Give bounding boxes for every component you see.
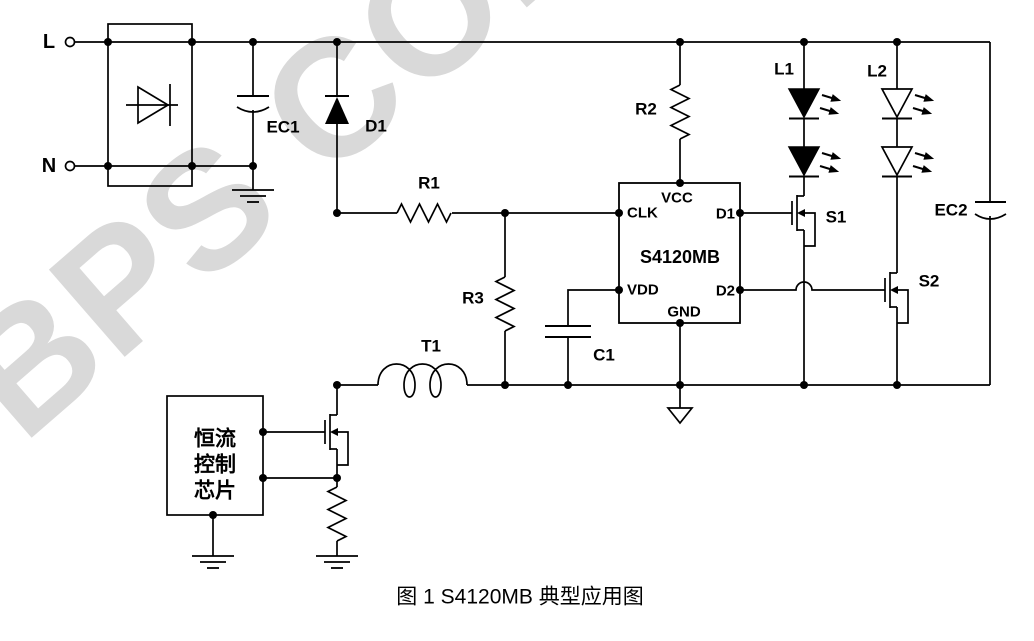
junction-dots	[104, 38, 901, 519]
l2-label: L2	[867, 62, 887, 81]
ec1-label: EC1	[266, 118, 299, 137]
s2-label: S2	[919, 272, 940, 291]
cap-c1: C1	[545, 325, 615, 365]
r2-label: R2	[635, 100, 657, 119]
terminal-l-circle	[64, 36, 76, 48]
pin-vdd-label: VDD	[627, 282, 659, 299]
pin-clk-label: CLK	[627, 205, 658, 222]
mosfet-s2: S2	[884, 271, 940, 324]
ground-ec1	[231, 189, 275, 203]
pin-d1-label: D1	[716, 206, 735, 223]
led-string-l1: L1	[774, 60, 844, 178]
cap-ec1: EC1	[236, 95, 300, 137]
control-chip-line1: 恒流	[194, 427, 236, 451]
terminal-n: N	[42, 155, 76, 177]
mosfet-s1: S1	[791, 194, 847, 247]
r3-label: R3	[462, 289, 484, 308]
resistor-r1: R1	[396, 174, 452, 223]
led-string-l2: L2	[867, 62, 937, 178]
pin-vcc-label: VCC	[661, 190, 693, 207]
ec2-label: EC2	[934, 201, 967, 220]
ic-s4120mb: S4120MB VCC CLK VDD GND D1 D2	[618, 182, 741, 324]
d1-label: D1	[365, 117, 387, 136]
inductor-t1: T1	[377, 337, 468, 398]
figure-caption: 图 1 S4120MB 典型应用图	[396, 586, 643, 609]
s1-label: S1	[826, 208, 847, 227]
control-chip: 恒流 控制 芯片	[166, 395, 264, 516]
terminal-n-circle	[64, 160, 76, 172]
control-chip-line3: 芯片	[194, 480, 236, 503]
ground-control-chip	[191, 555, 235, 569]
ground-sense	[315, 555, 359, 569]
pin-gnd-label: GND	[667, 304, 701, 321]
ground-signal	[666, 407, 694, 425]
ic-part-number: S4120MB	[640, 247, 720, 267]
bridge-rectifier	[107, 23, 193, 187]
pin-d2-label: D2	[716, 283, 735, 300]
cap-ec2: EC2	[934, 201, 1007, 220]
resistor-r2: R2	[635, 84, 690, 140]
t1-label: T1	[421, 337, 441, 356]
r1-label: R1	[418, 174, 440, 193]
control-chip-line2: 控制	[194, 453, 236, 477]
l1-label: L1	[774, 60, 794, 79]
terminal-l: L	[43, 31, 76, 53]
diode-d1: D1	[325, 95, 387, 136]
terminal-n-label: N	[42, 155, 56, 177]
c1-label: C1	[593, 346, 615, 365]
resistor-sense	[327, 486, 347, 542]
resistor-r3: R3	[462, 276, 515, 332]
terminal-l-label: L	[43, 31, 55, 53]
